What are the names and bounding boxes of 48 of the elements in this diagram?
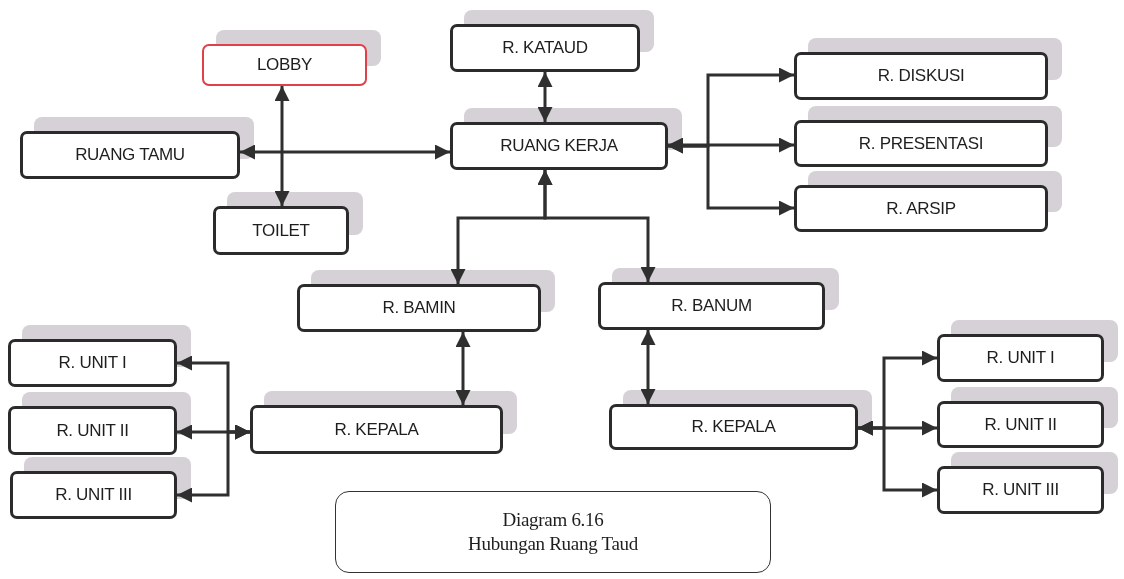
caption-text: Diagram 6.16 [502,508,604,532]
caption-text: Hubungan Ruang Taud [468,532,638,556]
room-label: RUANG TAMU [75,145,185,165]
room-box [450,24,640,72]
room-box [297,284,541,332]
room-box [450,122,668,170]
room-box [213,206,349,255]
room-box [794,120,1048,167]
room-label: R. PRESENTASI [858,133,984,154]
room-box [250,405,503,454]
room-box [794,52,1048,100]
room-label: RUANG KERJA [500,136,618,156]
arrow [537,170,656,282]
room-label: R. KEPALA [334,419,419,440]
room-box [598,282,825,330]
room-label: R. BAMIN [382,298,456,318]
arrow [537,72,553,122]
room-label: R. UNIT II [984,414,1057,435]
room-box [937,401,1104,448]
room-box [20,131,240,179]
room-label: R. UNIT I [986,348,1055,368]
room-label: R. DISKUSI [877,66,965,86]
room-box [202,44,367,86]
room-box [10,471,177,519]
arrow [177,424,250,503]
room-label: TOILET [252,220,310,241]
room-label: R. ARSIP [886,198,956,219]
room-label: R. UNIT III [982,480,1059,500]
room-box [609,404,858,450]
room-box [937,334,1104,382]
room-label: R. UNIT II [56,420,129,441]
room-label: R. BANUM [671,296,752,316]
arrow [640,330,656,404]
room-label: R. UNIT III [55,485,132,505]
room-box [8,339,177,387]
arrow [274,86,290,206]
caption-box [335,491,771,573]
room-label: R. KEPALA [691,417,776,437]
arrow [858,420,937,498]
arrow [455,332,471,405]
room-label: R. KATAUD [502,38,588,58]
room-box [794,185,1048,232]
room-box [8,406,177,455]
arrow [240,144,450,160]
room-label: R. UNIT I [58,353,127,373]
room-label: LOBBY [256,55,313,75]
room-box [937,466,1104,514]
arrow [668,137,794,153]
